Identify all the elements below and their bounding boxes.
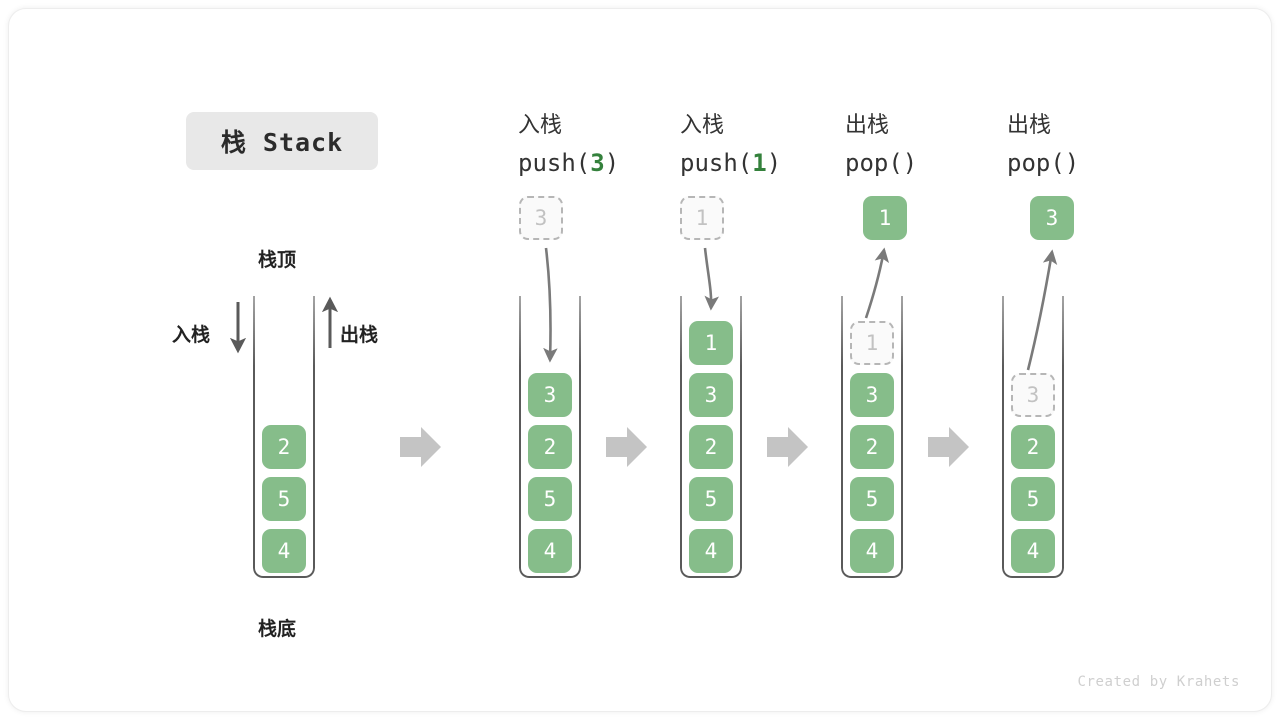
operation-code-text: pop()	[1007, 144, 1079, 182]
stack-cell: 5	[262, 477, 306, 521]
code-argument: 3	[590, 149, 605, 177]
stack-container-initial	[253, 296, 315, 578]
stack-cell: 2	[689, 425, 733, 469]
code-prefix: pop(	[845, 149, 903, 177]
stack-container-push-1	[680, 296, 742, 578]
operation-label-push-1: 入栈 push(1)	[680, 106, 781, 182]
code-prefix: push(	[680, 149, 753, 177]
code-suffix: )	[766, 149, 782, 177]
operation-label-pop-3: 出栈 pop()	[1007, 106, 1079, 182]
stack-cell: 4	[262, 529, 306, 573]
stack-cell-removed: 3	[1011, 373, 1055, 417]
stack-container-pop-3	[1002, 296, 1064, 578]
code-prefix: pop(	[1007, 149, 1065, 177]
stack-cell: 2	[262, 425, 306, 469]
stack-cell: 5	[850, 477, 894, 521]
stack-cell: 2	[1011, 425, 1055, 469]
stack-cell: 2	[528, 425, 572, 469]
operation-code-text: push(3)	[518, 144, 619, 182]
code-suffix: )	[902, 149, 918, 177]
stack-cell: 2	[850, 425, 894, 469]
popped-value-box: 1	[863, 196, 907, 240]
operation-code-text: push(1)	[680, 144, 781, 182]
pending-value-box: 1	[680, 196, 724, 240]
stack-top-label: 栈顶	[258, 250, 297, 271]
legend-push-label: 入栈	[172, 325, 211, 346]
title-badge: 栈 Stack	[186, 112, 378, 170]
operation-code-text: pop()	[845, 144, 917, 182]
stack-cell: 1	[689, 321, 733, 365]
code-argument: 1	[752, 149, 767, 177]
legend-pop-label: 出栈	[340, 325, 379, 346]
operation-cn-text: 出栈	[1007, 112, 1052, 137]
stack-bottom-label: 栈底	[258, 619, 297, 640]
popped-value-box: 3	[1030, 196, 1074, 240]
pending-value-box: 3	[519, 196, 563, 240]
operation-cn-text: 出栈	[845, 112, 890, 137]
stack-cell: 5	[528, 477, 572, 521]
operation-cn-text: 入栈	[518, 112, 563, 137]
operation-label-push-3: 入栈 push(3)	[518, 106, 619, 182]
stack-container-pop-1	[841, 296, 903, 578]
stack-cell: 3	[528, 373, 572, 417]
stack-cell: 3	[850, 373, 894, 417]
watermark-credit: Created by Krahets	[1077, 674, 1240, 690]
stack-container-push-3	[519, 296, 581, 578]
stack-cell: 3	[689, 373, 733, 417]
operation-label-pop-1: 出栈 pop()	[845, 106, 917, 182]
stack-cell: 4	[528, 529, 572, 573]
stack-cell: 4	[1011, 529, 1055, 573]
operation-cn-text: 入栈	[680, 112, 725, 137]
stack-cell: 4	[850, 529, 894, 573]
code-prefix: push(	[518, 149, 591, 177]
stack-cell: 5	[689, 477, 733, 521]
code-suffix: )	[1064, 149, 1080, 177]
stack-cell-removed: 1	[850, 321, 894, 365]
stack-cell: 5	[1011, 477, 1055, 521]
code-suffix: )	[604, 149, 620, 177]
stack-cell: 4	[689, 529, 733, 573]
